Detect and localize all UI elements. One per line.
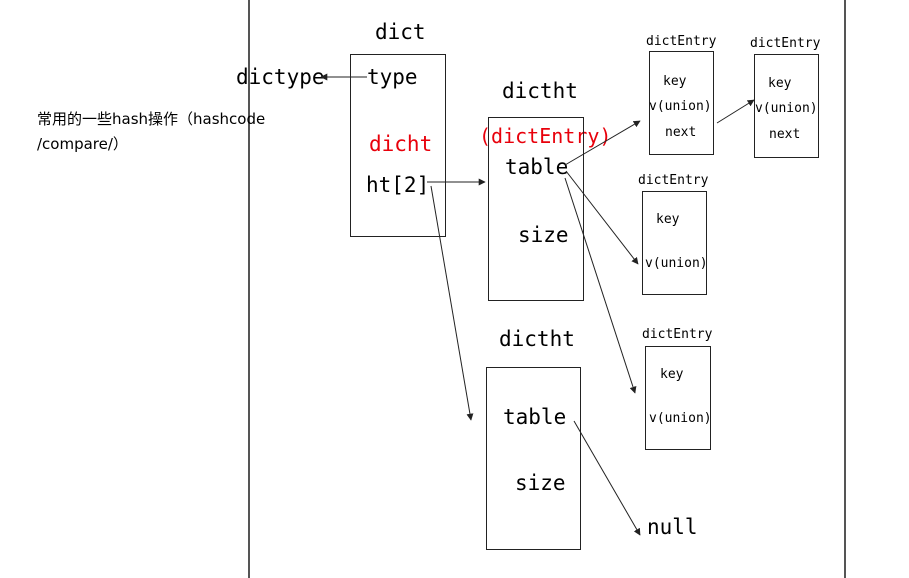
entry3-value: v(union) bbox=[645, 256, 708, 271]
entry1-next: next bbox=[665, 125, 697, 140]
dictht1-size-field: size bbox=[518, 223, 569, 247]
dict-ht-field: ht[2] bbox=[366, 173, 430, 197]
dictht1-entry-annotation: (dictEntry) bbox=[479, 124, 612, 148]
dictht1-box bbox=[488, 117, 584, 301]
dict-box bbox=[350, 54, 446, 237]
entry1-key: key bbox=[663, 74, 687, 89]
null-label: null bbox=[647, 515, 698, 539]
arrow-entry1-to-entry2 bbox=[716, 99, 755, 124]
entry2-key: key bbox=[768, 76, 792, 91]
entry1-title: dictEntry bbox=[646, 34, 717, 49]
right-frame-line bbox=[844, 0, 846, 578]
entry1-box bbox=[649, 51, 714, 155]
entry1-value: v(union) bbox=[649, 99, 712, 114]
arrow-table-to-entry3 bbox=[565, 170, 639, 265]
arrow-table-to-entry4 bbox=[564, 177, 637, 394]
entry2-title: dictEntry bbox=[750, 36, 821, 51]
entry4-key: key bbox=[660, 367, 684, 382]
note-line-2: /compare/） bbox=[37, 135, 128, 153]
note-line-1: 常用的一些hash操作（hashcode bbox=[37, 110, 266, 128]
dictht2-table-field: table bbox=[503, 405, 567, 429]
entry3-title: dictEntry bbox=[638, 173, 709, 188]
entry3-key: key bbox=[656, 212, 680, 227]
entry4-title: dictEntry bbox=[642, 327, 713, 342]
left-frame-line bbox=[248, 0, 250, 578]
dictht1-title: dictht bbox=[502, 79, 578, 103]
dictht2-size-field: size bbox=[515, 471, 566, 495]
dict-type-field: type bbox=[367, 65, 418, 89]
entry2-next: next bbox=[769, 127, 801, 142]
dictht2-title: dictht bbox=[499, 327, 575, 351]
dictht2-box bbox=[486, 367, 581, 550]
entry2-value: v(union) bbox=[755, 101, 818, 116]
entry4-box bbox=[645, 346, 711, 450]
dictype-label: dictype bbox=[236, 65, 325, 89]
dict-title: dict bbox=[375, 20, 426, 44]
entry3-box bbox=[642, 191, 707, 295]
arrow-table-to-entry1 bbox=[564, 120, 641, 166]
dictht1-table-field: table bbox=[505, 155, 569, 179]
arrow-ht-to-dictht2 bbox=[430, 185, 474, 421]
dict-dicht-label: dicht bbox=[369, 132, 433, 156]
entry4-value: v(union) bbox=[649, 411, 712, 426]
hash-operations-note: 常用的一些hash操作（hashcode /compare/） bbox=[37, 107, 265, 157]
arrow-table2-to-null bbox=[573, 420, 641, 536]
